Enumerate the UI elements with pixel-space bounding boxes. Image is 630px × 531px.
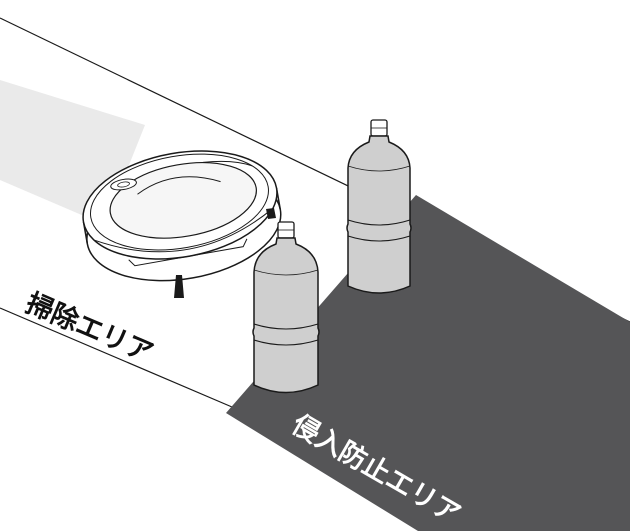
side-brush-left <box>174 275 184 298</box>
no-entry-zone <box>226 195 630 531</box>
floor-boundary-bottom <box>0 307 233 408</box>
cleaning-area-label: 掃除エリア <box>21 287 158 369</box>
side-brush-right <box>266 208 276 219</box>
robot-vacuum-icon <box>82 150 282 282</box>
plastic-bottle-icon <box>346 119 412 294</box>
plastic-bottle-icon <box>252 221 320 394</box>
